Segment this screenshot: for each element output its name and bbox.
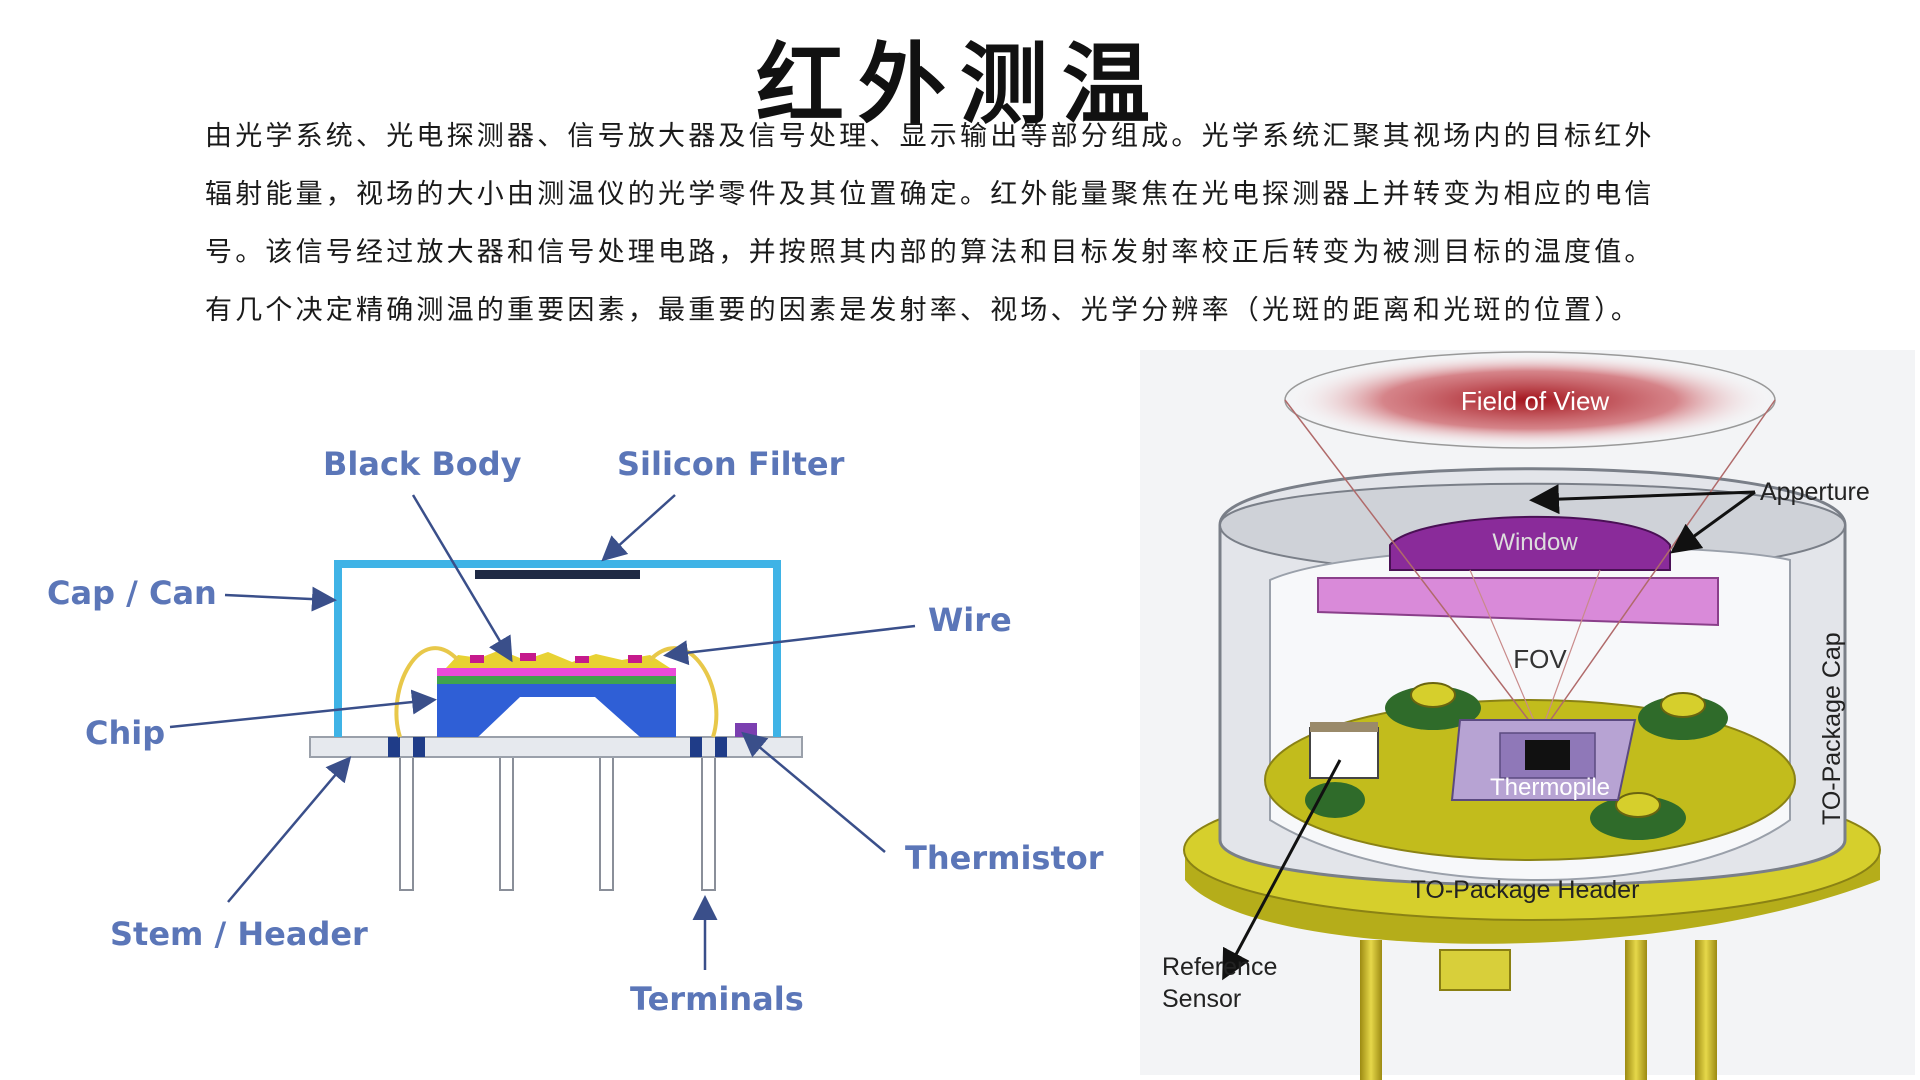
label-reference-sensor: Reference: [1162, 953, 1277, 981]
page-title: 红外测温: [755, 32, 1164, 136]
label-chip: Chip: [85, 714, 165, 752]
label-black-body: Black Body: [323, 445, 522, 483]
label-thermopile: Thermopile: [1490, 774, 1610, 801]
label-field-of-view: Field of View: [1461, 386, 1610, 416]
label-stem-header: Stem / Header: [110, 915, 368, 953]
intro-line: 有几个决定精确测温的重要因素，最重要的因素是发射率、视场、光学分辨率（光斑的距离…: [205, 295, 1642, 326]
label-silicon-filter: Silicon Filter: [617, 445, 845, 483]
window: [1389, 515, 1671, 571]
label-apperture: Apperture: [1760, 478, 1870, 506]
package-pins: [1360, 940, 1717, 1080]
stem-header-plate: [309, 736, 803, 758]
label-to-package-cap: TO-Package Cap: [1818, 632, 1846, 825]
cap-can: [334, 560, 781, 737]
label-cap-can: Cap / Can: [47, 574, 217, 612]
header-posts: [1305, 686, 1728, 840]
silicon-filter: [475, 570, 640, 579]
label-to-package-header: TO-Package Header: [1411, 876, 1640, 904]
header-seals: [388, 737, 727, 757]
label-fov: FOV: [1513, 644, 1567, 674]
label-reference-sensor-line2: Sensor: [1162, 985, 1241, 1013]
intro-line: 辐射能量，视场的大小由测温仪的光学零件及其位置确定。红外能量聚焦在光电探测器上并…: [205, 179, 1655, 210]
label-thermistor: Thermistor: [905, 839, 1104, 877]
intro-line: 由光学系统、光电探测器、信号放大器及信号处理、显示输出等部分组成。光学系统汇聚其…: [205, 121, 1655, 152]
label-terminals: Terminals: [630, 980, 804, 1018]
silicon-filter-3d: [1317, 577, 1719, 627]
thermopile: [1450, 719, 1637, 801]
intro-line: 号。该信号经过放大器和信号处理电路，并按照其内部的算法和目标发射率校正后转变为被…: [205, 237, 1655, 268]
intro-paragraph: 由光学系统、光电探测器、信号放大器及信号处理、显示输出等部分组成。光学系统汇聚其…: [205, 108, 1775, 340]
label-wire: Wire: [928, 601, 1012, 639]
label-window: Window: [1492, 529, 1578, 556]
reference-sensor: [1309, 727, 1379, 779]
